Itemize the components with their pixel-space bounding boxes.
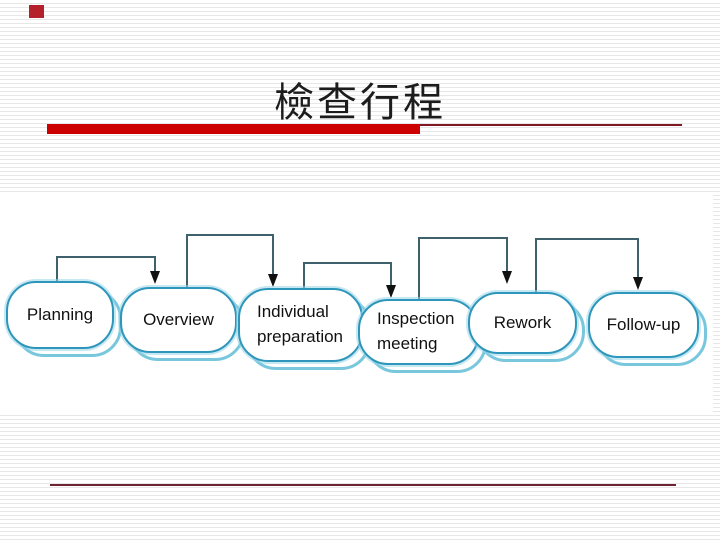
flow-step-rework: Rework [468, 292, 577, 354]
connector-individual-inspection [303, 262, 392, 288]
flow-step-overview: Overview [120, 287, 237, 353]
arrowhead-into-inspection [386, 285, 396, 298]
flow-step-individual-preparation: Individual preparation [238, 288, 363, 362]
step-label: Overview [143, 309, 214, 329]
step-label: Planning [26, 304, 94, 324]
flow-step-inspection-meeting: Inspection meeting [358, 299, 479, 365]
connector-rework-followup [535, 238, 639, 292]
title-underline-bar [47, 124, 420, 134]
flow-diagram-band: Planning Overview Individual preparation… [0, 192, 713, 415]
connector-overview-individual [186, 234, 274, 287]
flow-arrow-connectors [56, 234, 643, 299]
step-label-line2: meeting [377, 334, 438, 353]
arrowhead-into-overview [150, 271, 160, 284]
connector-inspection-rework [418, 237, 508, 299]
step-label: Follow-up [606, 314, 681, 334]
arrowhead-into-rework [502, 271, 512, 284]
title-underline-thin-line [420, 124, 682, 126]
slide-title: 檢查行程 [274, 80, 446, 126]
connector-planning-overview [56, 256, 156, 281]
flow-step-follow-up: Follow-up [588, 292, 699, 358]
step-label: Rework [493, 312, 552, 332]
step-label: Inspection [377, 309, 455, 329]
arrowhead-into-individual [268, 274, 278, 287]
flow-step-planning: Planning [6, 281, 114, 349]
step-label-line2: preparation [257, 327, 344, 346]
arrowhead-into-followup [633, 277, 643, 290]
corner-accent-square [29, 5, 44, 18]
footer-rule-line [50, 484, 676, 486]
step-label: Individual [257, 302, 329, 322]
